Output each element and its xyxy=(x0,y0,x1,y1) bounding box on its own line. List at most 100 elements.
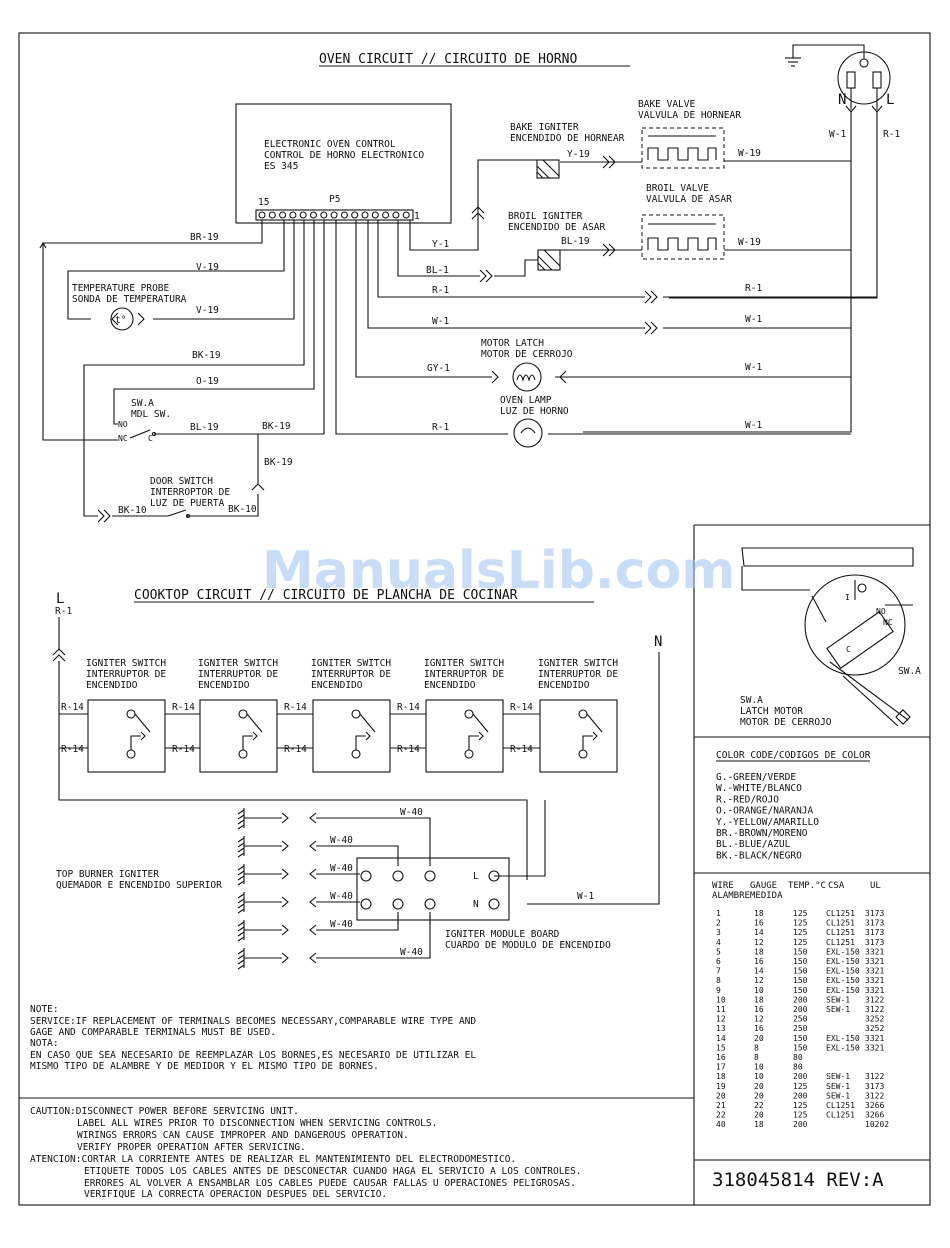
wire-table-cell: 10 xyxy=(716,995,726,1004)
wire-table-cell: 3173 xyxy=(865,1082,884,1091)
wire-table-cell: EXL-150 xyxy=(826,957,860,966)
wire-label: V-19 xyxy=(196,262,219,273)
bake-igniter-label-1: BAKE IGNITER xyxy=(510,122,579,133)
wire-table-cell: 200 xyxy=(793,995,808,1004)
cooktop-l-label: L xyxy=(56,591,64,607)
wire-table-cell: CL1251 xyxy=(826,1111,855,1120)
caution-line-4: VERIFY PROPER OPERATION AFTER SERVICING. xyxy=(77,1142,306,1153)
wire-table-cell: 18 xyxy=(716,1072,726,1081)
wire-label: W-40 xyxy=(330,835,353,846)
connector-pin xyxy=(279,211,287,219)
wire-table-header: GAUGE xyxy=(750,881,777,891)
oven-circuit-title: OVEN CIRCUIT // CIRCUITO DE HORNO xyxy=(319,52,577,67)
latch-caption-1: SW.A xyxy=(740,695,763,706)
latch-caption-2: LATCH MOTOR xyxy=(740,706,803,717)
wire-table-cell: 3321 xyxy=(865,1043,884,1052)
wire-table-cell: 150 xyxy=(793,947,808,956)
wire-table-cell: 20 xyxy=(754,1091,764,1100)
connector-pin xyxy=(268,211,276,219)
igniter-switch-label: IGNITER SWITCH xyxy=(538,658,618,669)
wire-label: GY-1 xyxy=(427,363,450,374)
wire-table-cell: 3252 xyxy=(865,1024,884,1033)
top-burner-igniter xyxy=(237,864,317,886)
wire-label: R-14 xyxy=(510,744,533,755)
wire-table-cell: 18 xyxy=(754,1120,764,1129)
wire-table-cell: 2 xyxy=(716,919,721,928)
wire-label: BK-10 xyxy=(118,505,147,516)
latch-i-label: I xyxy=(845,593,850,602)
latch-c-label: C xyxy=(846,645,851,654)
probe-label-2: SONDA DE TEMPERATURA xyxy=(72,294,187,305)
watermark: ManualsLib.com xyxy=(262,541,735,601)
wire-table-cell: 17 xyxy=(716,1063,726,1072)
connector-pin xyxy=(330,211,338,219)
wire-table-header: TEMP.°C xyxy=(788,881,826,891)
wire-table-cell: 8 xyxy=(754,1053,759,1062)
module-terminal xyxy=(392,870,404,882)
wire-table-cell: 80 xyxy=(793,1063,803,1072)
wire-table-cell: 11 xyxy=(716,1005,726,1014)
latch-swa-label: SW.A xyxy=(898,666,921,677)
color-code-item: R.-RED/ROJO xyxy=(716,794,779,805)
wire-table-cell: 150 xyxy=(793,967,808,976)
wire-label: W-40 xyxy=(330,863,353,874)
control-label-1: ELECTRONIC OVEN CONTROL xyxy=(264,139,396,150)
wire-table-cell: 200 xyxy=(793,1072,808,1081)
part-number: 318045814 REV:A xyxy=(712,1169,884,1191)
connector-pin xyxy=(402,211,410,219)
wire-table-cell: 125 xyxy=(793,928,808,937)
wire-table-cell: 250 xyxy=(793,1024,808,1033)
wire-table-cell: 3252 xyxy=(865,1015,884,1024)
broil-igniter-label-2: ENCENDIDO DE ASAR xyxy=(508,222,606,233)
wire-table-cell: 8 xyxy=(716,976,721,985)
wire-table-cell: CL1251 xyxy=(826,938,855,947)
wire-table-cell: 125 xyxy=(793,1101,808,1110)
wire-label: R-1 xyxy=(432,285,449,296)
wire-label: W-1 xyxy=(745,314,762,325)
caution-line-3: WIRINGS ERRORS CAN CAUSE IMPROPER AND DA… xyxy=(77,1130,409,1141)
connector-pin xyxy=(320,211,328,219)
connector-pin xyxy=(340,211,348,219)
connector-pins xyxy=(258,211,410,219)
swa-no: NO xyxy=(118,420,128,429)
wire-table-header: CSA xyxy=(828,881,845,891)
note-line-3: GAGE AND COMPARABLE TERMINALS MUST BE US… xyxy=(30,1027,276,1038)
wire-table-cell: SEW-1 xyxy=(826,1082,850,1091)
wire-table-cell: 3122 xyxy=(865,995,884,1004)
wire-table-cell: 20 xyxy=(754,1111,764,1120)
caution-line-7: ERRORES AL VOLVER A ENSAMBLAR LOS CABLES… xyxy=(84,1178,576,1189)
wire-table-cell: EXL-150 xyxy=(826,1043,860,1052)
motor-latch-label-1: MOTOR LATCH xyxy=(481,338,544,349)
connector-pin xyxy=(351,211,359,219)
wire-label: W-1 xyxy=(577,891,594,902)
wire-table-cell: 20 xyxy=(754,1082,764,1091)
module-terminal xyxy=(392,898,404,910)
wire-label: BR-19 xyxy=(190,232,219,243)
wire-table-cell: 21 xyxy=(716,1101,726,1110)
caution-line-8: VERIFIQUE LA CORRECTA OPERACION DESPUES … xyxy=(84,1189,387,1200)
wire-label: W-40 xyxy=(330,891,353,902)
igniter-switch-label: ENCENDIDO xyxy=(538,680,590,691)
wire-table-cell: 3266 xyxy=(865,1111,884,1120)
color-code-item: G.-GREEN/VERDE xyxy=(716,772,796,783)
wire-label: BK-19 xyxy=(192,350,221,361)
top-burner-igniter xyxy=(237,948,317,970)
top-burner-igniter xyxy=(237,920,317,942)
oven-lamp xyxy=(513,418,543,448)
top-burner-label-1: TOP BURNER IGNITER xyxy=(56,869,159,880)
wire-table-cell: 16 xyxy=(716,1053,726,1062)
module-n-label: N xyxy=(473,899,479,910)
wire-table-cell: 3122 xyxy=(865,1072,884,1081)
color-code-item: BK.-BLACK/NEGRO xyxy=(716,850,802,861)
motor-latch-label-2: MOTOR DE CERROJO xyxy=(481,349,573,360)
module-terminal xyxy=(488,898,500,910)
wire-table-cell: 3122 xyxy=(865,1091,884,1100)
wire-table-cell: 125 xyxy=(793,1111,808,1120)
connector-pin xyxy=(371,211,379,219)
wire-table-header: UL xyxy=(870,881,881,891)
oven-lamp-label-1: OVEN LAMP xyxy=(500,395,552,406)
wire-table-cell: 3173 xyxy=(865,909,884,918)
module-label-1: IGNITER MODULE BOARD xyxy=(445,929,560,940)
wire-table-cell: CL1251 xyxy=(826,928,855,937)
cooktop-n-label: N xyxy=(654,634,662,650)
